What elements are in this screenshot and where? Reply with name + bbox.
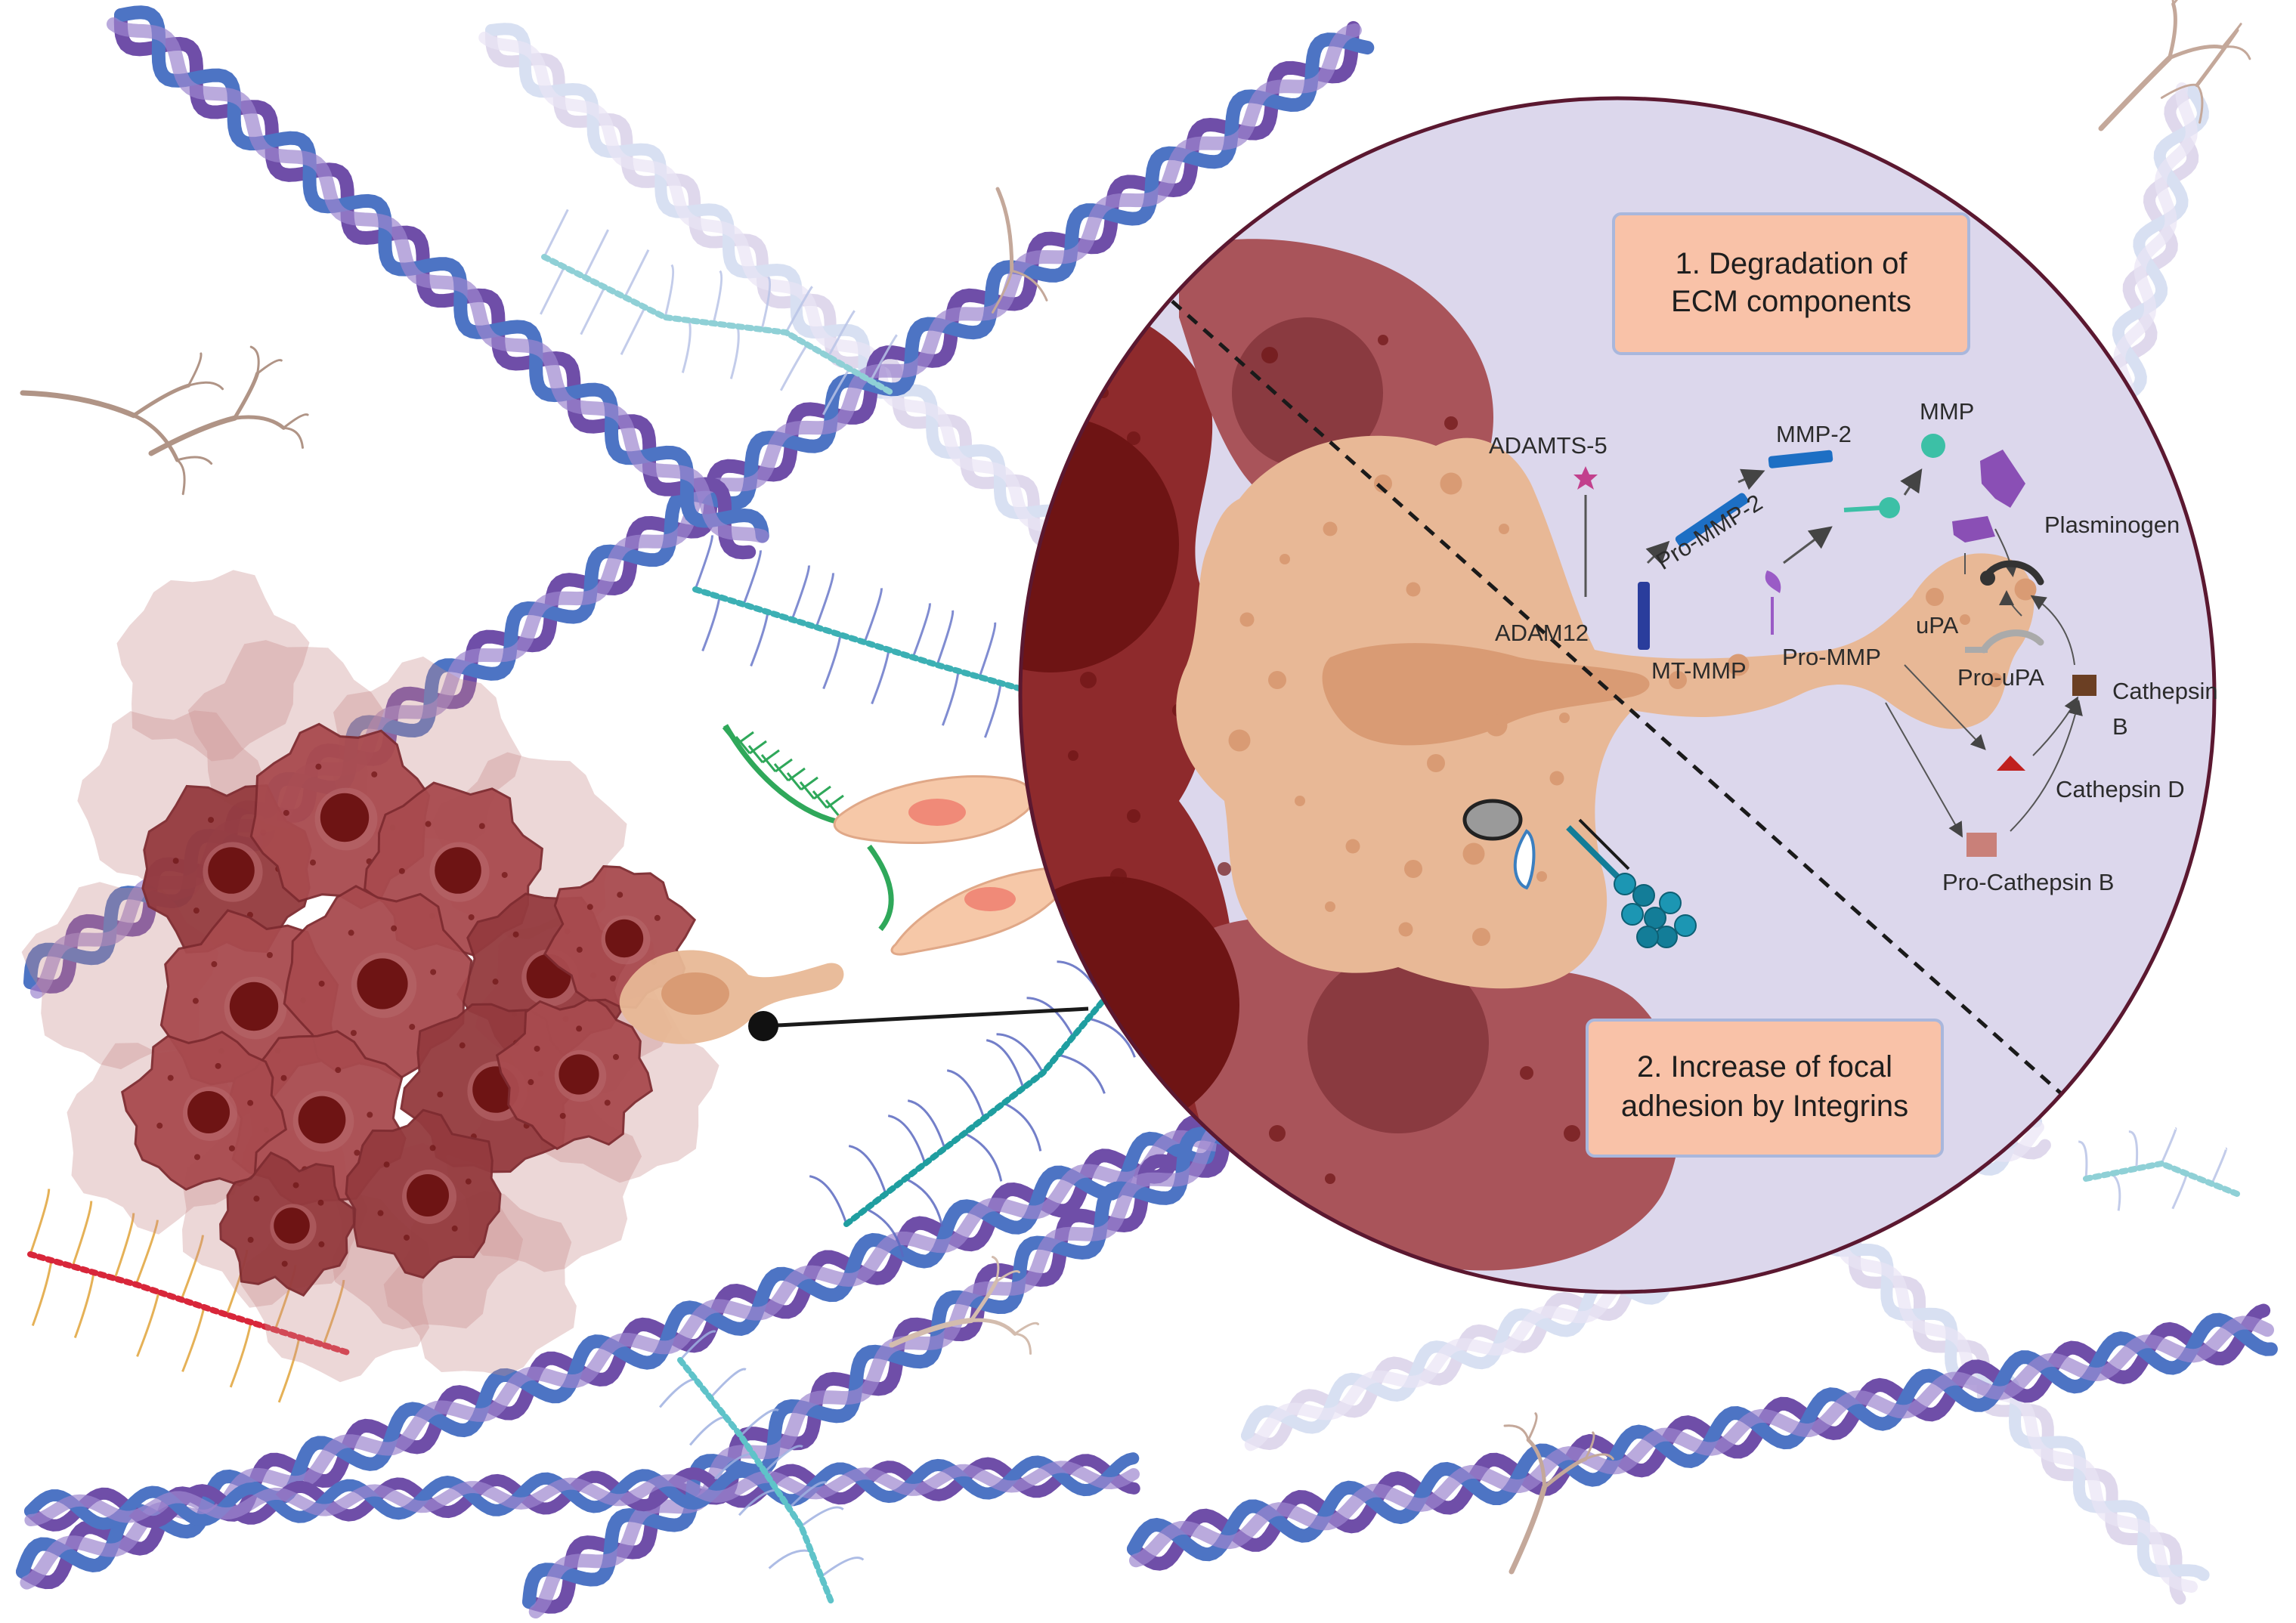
zoom-connector <box>748 1006 1089 1041</box>
divider-line <box>1155 286 2133 1158</box>
box-degradation: 1. Degradation of ECM components <box>1612 212 1970 355</box>
box-adhesion: 2. Increase of focal adhesion by Integri… <box>1586 1019 1944 1158</box>
protease-icon <box>1573 434 2096 857</box>
upa-glyph <box>1980 560 2044 586</box>
pro-mmp-glyph <box>1765 526 1833 635</box>
label-upa: uPA <box>1916 612 1959 638</box>
adamts5-glyph <box>1573 466 1598 490</box>
ecm-background <box>16 0 2278 1618</box>
mmp2-glyph <box>1737 450 1833 490</box>
label-mmp: MMP <box>1920 398 1974 425</box>
cathepsin-b-glyph <box>2072 675 2096 696</box>
label-cathepsin-d: Cathepsin D <box>2056 776 2185 802</box>
fibroblast-cells <box>833 774 1064 956</box>
label-pro-mmp: Pro-MMP <box>1782 644 1881 670</box>
brown-branch-fibers <box>20 0 2251 1575</box>
green-branch-fiber <box>722 724 894 932</box>
invading-cell-vesicles <box>1228 472 2037 946</box>
invading-cell-small <box>619 950 844 1044</box>
label-pro-cathepsin-b: Pro-Cathepsin B <box>1942 869 2114 895</box>
box-adhesion-line2: adhesion by Integrins <box>1621 1090 1908 1123</box>
label-cathepsin-b-line2: B <box>2112 713 2128 740</box>
box-degradation-line1: 1. Degradation of <box>1676 247 1908 280</box>
label-plasminogen: Plasminogen <box>2044 512 2180 538</box>
integrin-icon <box>1462 799 1697 948</box>
label-pro-upa: Pro-uPA <box>1957 664 2044 691</box>
mmp-lollipop-glyph <box>1843 434 1945 518</box>
label-adam12: ADAM12 <box>1495 620 1589 646</box>
box-adhesion-line1: 2. Increase of focal <box>1637 1050 1892 1084</box>
collagen-fibers <box>16 5 2278 1618</box>
plasminogen-glyph <box>1952 450 2025 577</box>
label-mmp2: MMP-2 <box>1776 421 1852 447</box>
label-mt-mmp: MT-MMP <box>1651 657 1747 684</box>
pro-cathepsin-b-glyph <box>1966 833 1997 857</box>
cathepsin-d-glyph <box>1997 756 2025 771</box>
protease-labels: ADAMTS-5 ADAM12 Pro-MMP-2 MMP-2 MMP MT-M… <box>1489 398 2218 895</box>
label-adamts5: ADAMTS-5 <box>1489 432 1608 459</box>
mt-mmp-glyph <box>1638 582 1650 650</box>
tumor-mass-icon <box>21 570 719 1383</box>
label-cathepsin-b-line1: Cathepsin <box>2112 678 2218 704</box>
invading-cell-icon <box>1176 435 2035 989</box>
zoom-circle <box>1018 96 2217 1294</box>
pro-mmp2-glyph <box>1645 493 1749 565</box>
box-degradation-line2: ECM components <box>1671 285 1911 318</box>
pro-upa-glyph <box>1965 590 2044 654</box>
proteoglycan-chains <box>27 209 2240 1605</box>
